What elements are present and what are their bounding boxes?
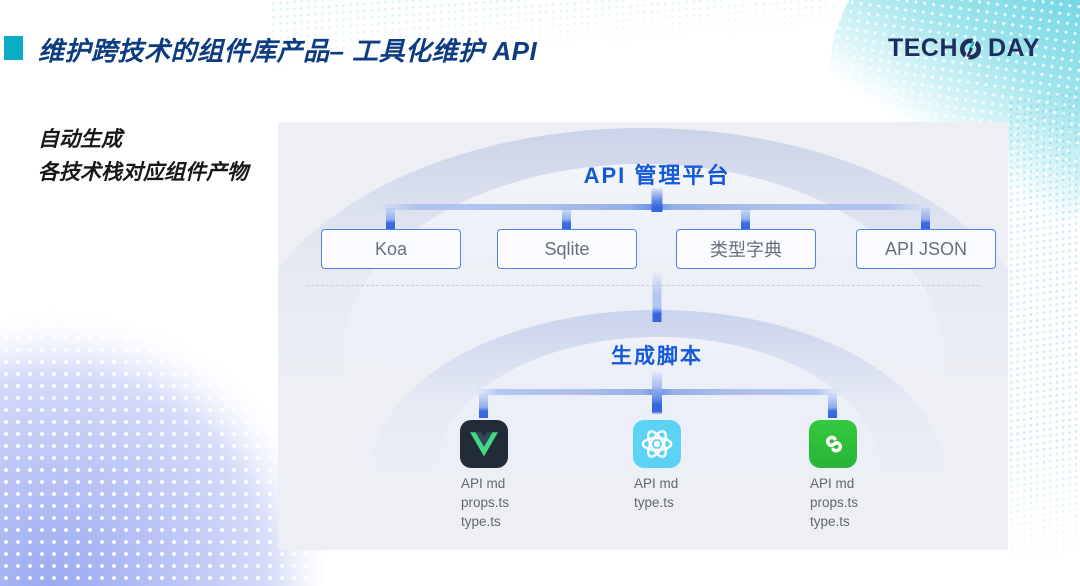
vue-output-label: API md props.ts type.ts [461, 474, 556, 531]
connector-tick [741, 208, 750, 229]
side-note-line1: 自动生成 [38, 128, 122, 151]
dashed-divider [306, 285, 980, 286]
miniprogram-icon [809, 420, 857, 468]
page-title: 维护跨技术的组件库产品– 工具化维护 API [38, 36, 538, 66]
logo-text-day: DAY [988, 34, 1040, 62]
techo-day-logo: TECH DAY [888, 34, 1040, 63]
connector-tick [828, 394, 837, 418]
platform-title: API 管理平台 [583, 163, 731, 188]
label-line: type.ts [634, 495, 674, 510]
connector-center-top [651, 188, 663, 212]
label-line: API md [634, 476, 679, 491]
connector-tick [479, 394, 488, 418]
script-title: 生成脚本 [611, 345, 703, 368]
diagram-panel: API 管理平台 Koa Sqlite 类型字典 API JSON 生成脚本 [278, 122, 1008, 550]
output-box-api-json: API JSON [856, 229, 996, 269]
side-note-line2: 各技术栈对应组件产物 [38, 161, 248, 184]
label-line: type.ts [461, 514, 501, 529]
output-box-type-dict: 类型字典 [676, 229, 816, 269]
react-output-label: API md type.ts [634, 474, 729, 512]
connector-center-mid [652, 270, 662, 322]
title-accent-bar [4, 36, 23, 60]
connector-tick [386, 208, 395, 229]
label-line: API md [810, 476, 855, 491]
label-line: API md [461, 476, 506, 491]
side-note: 自动生成 各技术栈对应组件产物 [38, 123, 248, 189]
vue-icon [460, 420, 508, 468]
connector-center-bottom [652, 372, 662, 414]
label-line: props.ts [810, 495, 859, 510]
logo-text-tech: TECH [887, 34, 958, 62]
connector-tick [562, 208, 571, 229]
output-box-sqlite: Sqlite [497, 229, 637, 269]
connector-tick [921, 208, 930, 229]
label-line: props.ts [461, 495, 510, 510]
logo-o-icon [959, 37, 982, 61]
label-line: type.ts [810, 514, 850, 529]
miniprogram-output-label: API md props.ts type.ts [810, 474, 905, 531]
teal-dot-right-decoration [1008, 89, 1080, 571]
react-icon [633, 420, 681, 468]
output-box-koa: Koa [321, 229, 461, 269]
